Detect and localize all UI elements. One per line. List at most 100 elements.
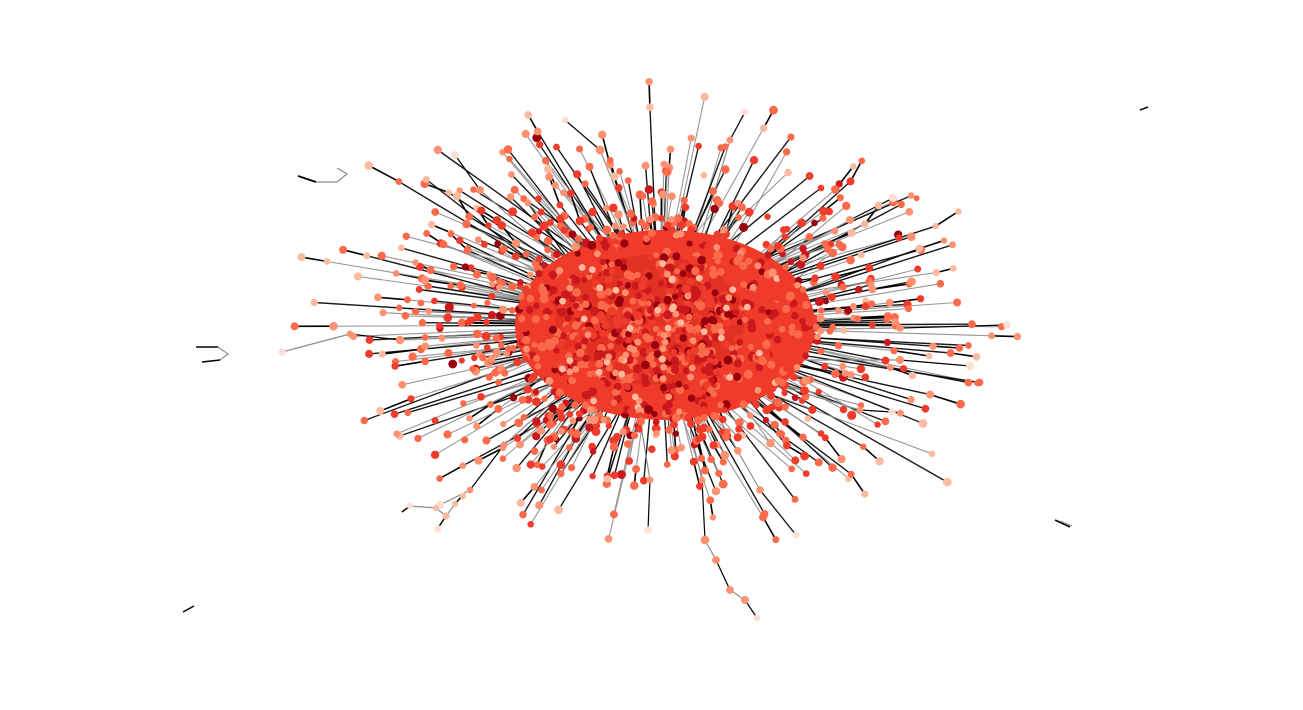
- node: [508, 207, 517, 217]
- node: [857, 251, 865, 259]
- node: [539, 221, 549, 231]
- node: [484, 299, 491, 307]
- isolated-edge-bottom-right: [1054, 519, 1073, 528]
- edge: [396, 272, 423, 280]
- node: [791, 456, 800, 465]
- node: [634, 271, 641, 279]
- node: [696, 425, 705, 434]
- node: [567, 428, 575, 436]
- node: [587, 240, 597, 250]
- node: [459, 462, 467, 470]
- node: [551, 366, 559, 374]
- node: [533, 461, 541, 469]
- node: [700, 414, 708, 422]
- edge: [729, 111, 746, 141]
- node: [781, 418, 789, 426]
- node: [500, 441, 508, 449]
- edge: [548, 176, 561, 206]
- node: [737, 203, 746, 212]
- node: [532, 133, 542, 143]
- node: [723, 304, 730, 312]
- node: [540, 261, 548, 269]
- node: [471, 354, 478, 362]
- node: [706, 426, 713, 433]
- node: [799, 244, 807, 253]
- node: [582, 354, 590, 363]
- node: [746, 290, 756, 300]
- node: [587, 223, 595, 231]
- node: [538, 463, 546, 470]
- node: [715, 469, 723, 477]
- node: [574, 343, 582, 351]
- node: [861, 302, 870, 310]
- node: [754, 386, 762, 394]
- node: [500, 420, 507, 428]
- node: [518, 302, 526, 310]
- node: [770, 309, 780, 318]
- edge: [353, 327, 547, 337]
- node: [666, 145, 675, 154]
- node: [426, 266, 435, 275]
- node: [651, 410, 658, 418]
- node: [622, 289, 629, 297]
- node: [561, 116, 569, 124]
- node: [762, 416, 770, 424]
- node: [653, 366, 661, 375]
- node: [690, 346, 699, 355]
- node: [667, 226, 676, 234]
- node: [668, 275, 676, 283]
- node: [376, 407, 385, 415]
- node: [836, 194, 844, 202]
- node: [718, 241, 726, 248]
- node: [518, 315, 526, 323]
- node: [550, 443, 557, 450]
- edge: [217, 346, 230, 361]
- node: [734, 447, 742, 455]
- node: [735, 418, 744, 427]
- main-cluster: [278, 78, 1022, 622]
- node: [523, 345, 530, 353]
- node: [946, 349, 955, 357]
- node: [542, 276, 552, 285]
- node: [794, 330, 803, 339]
- node: [432, 504, 440, 512]
- node: [597, 300, 607, 310]
- node: [735, 214, 742, 221]
- node: [401, 312, 410, 320]
- node: [800, 451, 809, 461]
- node: [470, 186, 477, 193]
- node: [711, 487, 721, 496]
- node: [719, 458, 727, 466]
- node: [666, 383, 674, 391]
- edge: [342, 249, 367, 257]
- node: [677, 230, 685, 238]
- node: [603, 268, 611, 277]
- node: [617, 356, 625, 363]
- node: [620, 264, 628, 271]
- node: [575, 410, 583, 418]
- node: [831, 227, 839, 235]
- node: [856, 364, 866, 374]
- node: [753, 614, 761, 622]
- node: [609, 510, 618, 519]
- node: [918, 419, 928, 428]
- node: [427, 220, 436, 229]
- node: [811, 219, 818, 227]
- node: [907, 395, 915, 404]
- node: [799, 433, 807, 441]
- edge: [316, 167, 349, 183]
- node: [363, 252, 371, 260]
- node: [614, 184, 623, 192]
- edge: [1059, 520, 1073, 527]
- node: [497, 341, 505, 349]
- node: [670, 452, 679, 461]
- edge: [689, 429, 703, 481]
- node: [488, 273, 497, 282]
- node: [697, 454, 706, 463]
- node: [469, 365, 476, 373]
- node: [544, 165, 553, 174]
- node: [721, 143, 729, 151]
- node: [883, 316, 891, 324]
- node: [663, 310, 673, 320]
- node: [895, 234, 903, 242]
